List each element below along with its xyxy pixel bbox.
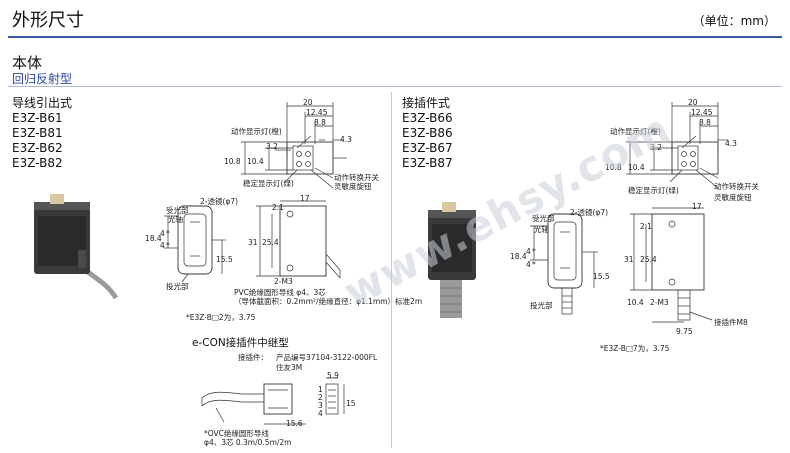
- left-top-view-drawing: [241, 102, 347, 189]
- dim-8-8: 8.8: [314, 118, 326, 127]
- dim-4b: 4: [526, 260, 531, 269]
- dim-4b: 4: [160, 241, 165, 250]
- dim-12-45: 12.45: [691, 108, 713, 117]
- econ-dim-15-6: 15.6: [286, 419, 303, 428]
- label-stable-light: 稳定显示灯(绿): [243, 179, 294, 188]
- dim-2-1: 2.1: [640, 222, 652, 231]
- left-model-list: E3Z-B61 E3Z-B81 E3Z-B62 E3Z-B82: [12, 111, 63, 171]
- dim-4a: 4: [526, 247, 531, 256]
- econ-pin-1: 1: [318, 385, 323, 394]
- dim-4a: 4: [160, 229, 165, 238]
- dim-10-8: 10.8: [224, 157, 241, 166]
- label-op-light: 动作显示灯(橙): [231, 127, 282, 136]
- model-item: E3Z-B81: [12, 126, 63, 140]
- page-title: 外形尺寸: [12, 10, 84, 31]
- model-item: E3Z-B87: [402, 156, 453, 170]
- label-emitter: 投光部: [166, 282, 189, 291]
- econ-drawing: [201, 377, 345, 425]
- section-rule: [8, 86, 782, 87]
- left-group-title: 导线引出式: [12, 96, 73, 110]
- dim-17: 17: [692, 202, 702, 211]
- label-receiver: 受光部: [532, 214, 555, 223]
- dim-10-4: 10.4: [247, 157, 264, 166]
- econ-title: e-CON接插件中继型: [192, 337, 289, 349]
- product-photo-connector: [428, 202, 476, 318]
- dim-25-4: 25.4: [262, 238, 279, 247]
- label-emitter: 投光部: [530, 301, 553, 310]
- dim-10-8: 10.8: [605, 163, 622, 172]
- star-note-left: *E3Z-B□2为，3.75: [186, 313, 256, 322]
- right-top-view-drawing: [626, 102, 728, 189]
- dim-31: 31: [624, 255, 634, 264]
- dim-4-3: 4.3: [725, 139, 737, 148]
- econ-pin-3: 3: [318, 401, 323, 410]
- product-photo-cable: [34, 194, 118, 300]
- dim-star-2: *: [166, 241, 170, 250]
- cable-note-2: （导体截面积：0.2mm²/绝缘直径：φ1.1mm）标准2m: [234, 297, 423, 306]
- label-axis: 光轴: [534, 225, 549, 234]
- dim-15-5: 15.5: [593, 272, 610, 281]
- right-group-title: 接插件式: [402, 96, 451, 110]
- dim-3-2: 3.2: [266, 142, 278, 151]
- econ-note-2: φ4、3芯 0.3m/0.5m/2m: [204, 438, 292, 447]
- model-item: E3Z-B82: [12, 156, 63, 170]
- econ-connector-label: 接插件：: [238, 353, 268, 362]
- dim-18-4: 18.4: [510, 252, 527, 261]
- model-item: E3Z-B62: [12, 141, 63, 155]
- label-lens: 2-透镜(φ7): [570, 208, 609, 217]
- cable-note-1: PVC绝缘圆形导线 φ4、3芯: [234, 288, 326, 297]
- right-front-view-drawing: [530, 207, 713, 323]
- label-op-light: 动作显示灯(橙): [610, 127, 661, 136]
- econ-maker: 住友3M: [276, 363, 303, 372]
- label-knob: 灵敏度旋钮: [714, 193, 752, 202]
- dim-17: 17: [300, 194, 310, 203]
- model-item: E3Z-B66: [402, 111, 453, 125]
- star-note-right: *E3Z-B□7为，3.75: [600, 344, 670, 353]
- section-subtitle: 回归反射型: [12, 72, 73, 86]
- econ-part-number: 产品编号37104-3122-000FL: [276, 353, 378, 362]
- dim-m3: 2-M3: [274, 277, 293, 286]
- dim-12-45: 12.45: [306, 108, 328, 117]
- econ-pin-4: 4: [318, 409, 323, 418]
- dim-m3: 2-M3: [650, 298, 669, 307]
- dim-3-2: 3.2: [650, 143, 662, 152]
- header-rule: [8, 36, 782, 38]
- dim-4-3: 4.3: [340, 135, 352, 144]
- label-axis: 光轴: [168, 215, 183, 224]
- dim-25-4: 25.4: [640, 255, 657, 264]
- label-m8-connector: 接插件M8: [714, 318, 748, 327]
- label-stable-light: 稳定显示灯(绿): [628, 186, 679, 195]
- section-title: 本体: [12, 54, 43, 72]
- dim-2-1: 2.1: [272, 203, 284, 212]
- dim-20: 20: [688, 98, 698, 107]
- model-item: E3Z-B61: [12, 111, 63, 125]
- dim-15-5: 15.5: [216, 255, 233, 264]
- dim-8-8: 8.8: [699, 118, 711, 127]
- label-switch: 动作转换开关: [714, 182, 759, 191]
- left-front-view-drawing: [164, 200, 341, 283]
- label-knob: 灵敏度旋钮: [334, 182, 372, 191]
- label-lens: 2-透镜(φ7): [200, 197, 239, 206]
- dim-18-4: 18.4: [145, 234, 162, 243]
- econ-dim-5-9: 5.9: [327, 371, 339, 380]
- right-model-list: E3Z-B66 E3Z-B86 E3Z-B67 E3Z-B87: [402, 111, 453, 171]
- dim-10-4b: 10.4: [627, 298, 644, 307]
- econ-pin-2: 2: [318, 393, 323, 402]
- dim-9-75: 9.75: [676, 327, 693, 336]
- dim-star-2: *: [532, 260, 536, 269]
- model-item: E3Z-B67: [402, 141, 453, 155]
- dim-31: 31: [248, 238, 258, 247]
- dim-star-1: *: [166, 229, 170, 238]
- model-item: E3Z-B86: [402, 126, 453, 140]
- dim-10-4: 10.4: [628, 163, 645, 172]
- label-receiver: 受光部: [166, 206, 189, 215]
- econ-dim-15: 15: [346, 399, 356, 408]
- econ-note-1: *OVC绝缘圆形导线: [204, 429, 269, 438]
- dim-star-1: *: [532, 247, 536, 256]
- unit-label: （单位：mm）: [692, 14, 776, 28]
- label-switch: 动作转换开关: [334, 173, 379, 182]
- dim-20: 20: [303, 98, 313, 107]
- column-divider: [391, 92, 392, 448]
